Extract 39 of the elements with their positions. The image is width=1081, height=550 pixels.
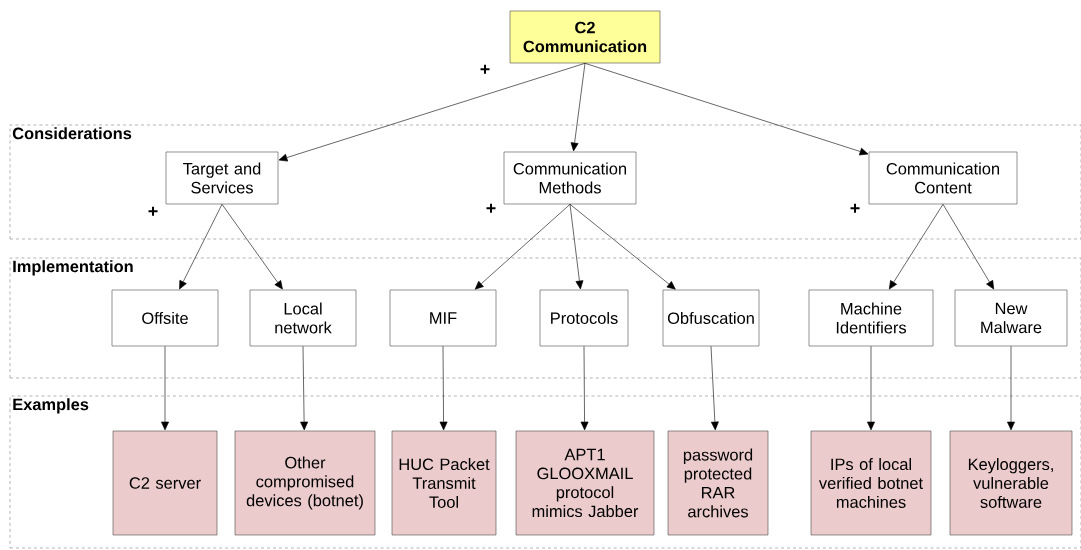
category-box: Communication Methods (503, 151, 637, 205)
category-box: Target and Services (165, 151, 279, 205)
arrow (221, 204, 283, 290)
category-box: New Malware (954, 289, 1068, 347)
arrow (710, 346, 719, 431)
arrow (179, 204, 223, 290)
root-box: C2 Communication (509, 10, 661, 64)
arrow (584, 63, 869, 156)
arrow (580, 346, 589, 431)
example-box: password protected RAR archives (667, 430, 769, 536)
arrow (278, 63, 586, 162)
example-box: Other compromised devices (botnet) (234, 430, 376, 536)
example-box: Keyloggers, vulnerable software (949, 430, 1073, 536)
example-box: IPs of local verified botnet machines (810, 430, 932, 536)
arrow (161, 346, 169, 431)
category-box: Local network (249, 289, 357, 347)
example-box: C2 server (112, 430, 218, 536)
arrow (300, 346, 309, 431)
category-box: Machine Identifiers (808, 289, 934, 347)
category-box: Communication Content (868, 151, 1018, 205)
arrow (889, 204, 944, 290)
category-box: Protocols (539, 289, 629, 347)
arrow (474, 204, 571, 290)
plus-sign: + (480, 64, 490, 74)
arrow (569, 204, 584, 290)
arrow (867, 346, 875, 431)
category-box: Offsite (111, 289, 219, 347)
example-box: HUC Packet Transmit Tool (391, 430, 497, 536)
arrow (942, 204, 994, 290)
category-box: MIF (389, 289, 497, 347)
arrow (570, 63, 586, 152)
plus-sign: + (850, 203, 860, 213)
arrow (1007, 346, 1015, 431)
example-box: APT1 GLOOXMAIL protocol mimics Jabber (515, 430, 655, 536)
arrow (439, 346, 448, 431)
plus-sign: + (486, 203, 496, 213)
plus-sign: + (148, 206, 158, 216)
arrow (569, 204, 676, 290)
category-box: Obfuscation (662, 289, 760, 347)
